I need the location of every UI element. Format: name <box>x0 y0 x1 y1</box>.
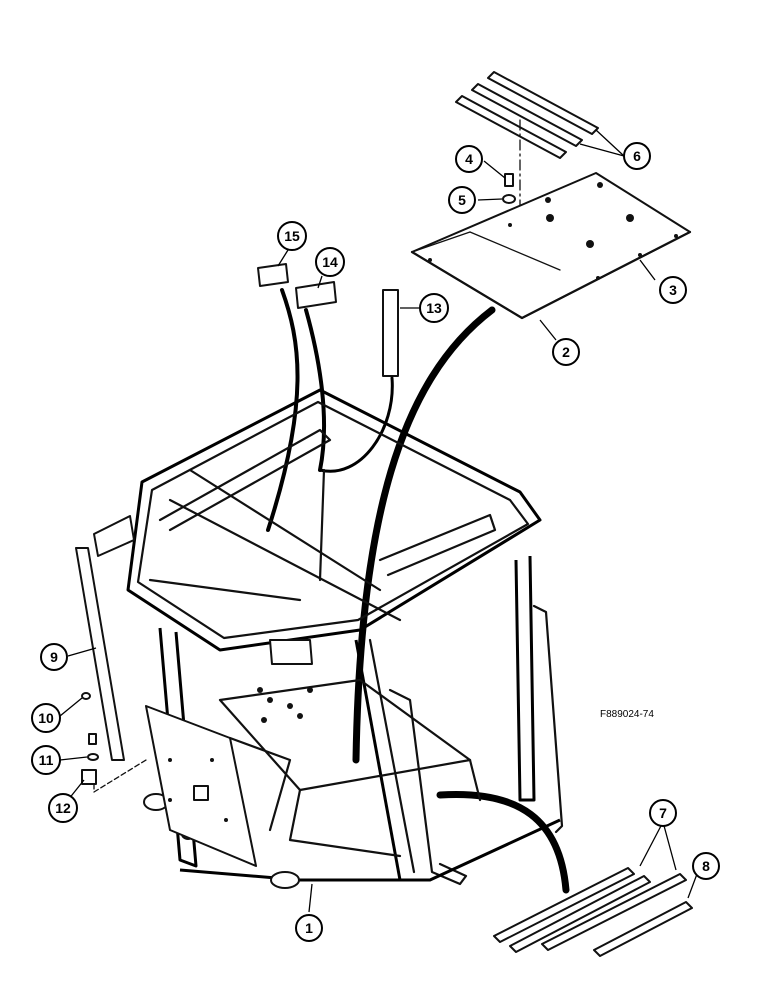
part-14-decal <box>295 281 337 309</box>
figure-code: F889024-74 <box>600 709 654 720</box>
callout-9: 9 <box>40 643 68 671</box>
callout-label: 15 <box>284 228 300 244</box>
callout-label: 13 <box>426 300 442 316</box>
part-12-clip <box>81 769 97 785</box>
callout-label: 8 <box>702 858 710 874</box>
side-plate <box>145 705 292 867</box>
callout-7: 7 <box>649 799 677 827</box>
callout-10: 10 <box>31 703 61 733</box>
callout-6: 6 <box>623 142 651 170</box>
part-2-edge <box>410 230 692 320</box>
callout-label: 11 <box>39 752 54 768</box>
callout-label: 6 <box>633 148 641 164</box>
callout-label: 9 <box>50 649 58 665</box>
callout-label: 14 <box>322 254 338 270</box>
callout-1: 1 <box>295 914 323 942</box>
part-10-fastener <box>81 692 91 700</box>
part-4-bolt <box>504 173 514 187</box>
callout-12: 12 <box>48 793 78 823</box>
callout-4: 4 <box>455 145 483 173</box>
part-7-strips <box>493 867 687 953</box>
callout-label: 12 <box>55 800 71 816</box>
part-5-washer <box>502 194 516 204</box>
callout-14: 14 <box>315 247 345 277</box>
part-9-strip <box>75 547 125 761</box>
callout-3: 3 <box>659 276 687 304</box>
callout-label: 10 <box>38 710 54 726</box>
leader-lines <box>59 129 701 913</box>
part-1-cab-frame <box>93 388 564 889</box>
callout-label: 7 <box>659 805 667 821</box>
callout-15: 15 <box>277 221 307 251</box>
callout-8: 8 <box>692 852 720 880</box>
part-13-decal <box>382 289 399 377</box>
part-11-fastener <box>87 733 99 761</box>
callout-5: 5 <box>448 186 476 214</box>
callout-label: 3 <box>669 282 677 298</box>
callout-label: 5 <box>458 192 466 208</box>
callout-2: 2 <box>552 338 580 366</box>
callout-label: 2 <box>562 344 570 360</box>
callout-11: 11 <box>31 745 61 775</box>
part-8-strip <box>593 901 693 957</box>
callout-label: 1 <box>305 920 313 936</box>
callout-label: 4 <box>465 151 473 167</box>
callout-13: 13 <box>419 293 449 323</box>
part-6-strips <box>455 71 599 159</box>
part-15-decal <box>257 263 289 287</box>
